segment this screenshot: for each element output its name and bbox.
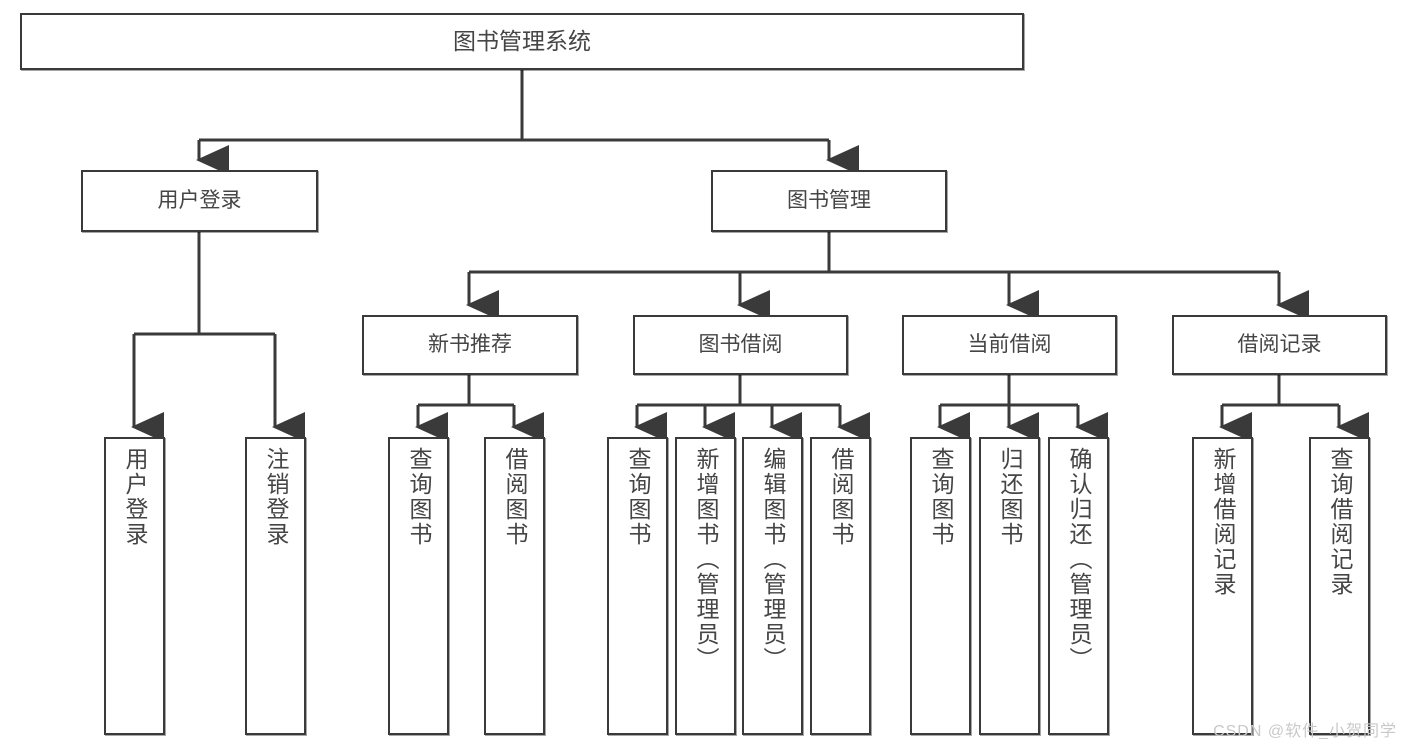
node-label: 新增图书（管理员） (693, 447, 719, 672)
node-book-manage[interactable]: 图书管理 (711, 170, 947, 232)
node-label: 查询图书 (406, 447, 432, 547)
node-label: 用户登录 (122, 447, 148, 547)
node-leaf-add-book[interactable]: 新增图书（管理员） (675, 437, 736, 735)
node-new-book-recommend[interactable]: 新书推荐 (362, 315, 578, 375)
node-label: 查询借阅记录 (1327, 447, 1353, 597)
node-leaf-return-book[interactable]: 归还图书 (979, 437, 1040, 735)
node-label: 查询图书 (928, 447, 954, 547)
node-label: 借阅记录 (1237, 332, 1322, 356)
node-book-borrow[interactable]: 图书借阅 (633, 315, 848, 375)
node-label: 借阅图书 (828, 447, 854, 547)
node-root[interactable]: 图书管理系统 (20, 13, 1024, 70)
node-label: 图书管理系统 (453, 27, 591, 54)
node-leaf-query-book-3[interactable]: 查询图书 (910, 437, 971, 735)
node-leaf-add-record[interactable]: 新增借阅记录 (1192, 437, 1253, 735)
node-label: 图书管理 (787, 188, 871, 212)
node-label: 确认归还（管理员） (1066, 447, 1092, 672)
node-leaf-user-login[interactable]: 用户登录 (104, 437, 165, 735)
node-leaf-query-record[interactable]: 查询借阅记录 (1309, 437, 1370, 735)
node-label: 新增借阅记录 (1210, 447, 1236, 597)
node-leaf-query-book-1[interactable]: 查询图书 (388, 437, 449, 735)
node-user-login[interactable]: 用户登录 (81, 170, 318, 232)
node-leaf-query-book-2[interactable]: 查询图书 (607, 437, 668, 735)
watermark: CSDN @软件_小贺同学 (1213, 723, 1397, 740)
node-label: 图书借阅 (698, 332, 783, 356)
node-label: 借阅图书 (502, 447, 528, 547)
node-label: 当前借阅 (967, 332, 1052, 356)
node-label: 查询图书 (625, 447, 651, 547)
node-current-borrow[interactable]: 当前借阅 (902, 315, 1117, 375)
node-leaf-confirm-return[interactable]: 确认归还（管理员） (1048, 437, 1109, 735)
node-leaf-borrow-book-1[interactable]: 借阅图书 (484, 437, 545, 735)
node-leaf-logout[interactable]: 注销登录 (245, 437, 306, 735)
node-leaf-borrow-book-2[interactable]: 借阅图书 (810, 437, 871, 735)
node-label: 用户登录 (157, 188, 242, 212)
node-leaf-edit-book[interactable]: 编辑图书（管理员） (742, 437, 803, 735)
node-label: 归还图书 (997, 447, 1023, 547)
node-label: 编辑图书（管理员） (760, 447, 786, 672)
node-label: 新书推荐 (428, 332, 512, 356)
node-label: 注销登录 (263, 447, 289, 547)
node-borrow-record[interactable]: 借阅记录 (1172, 315, 1387, 375)
